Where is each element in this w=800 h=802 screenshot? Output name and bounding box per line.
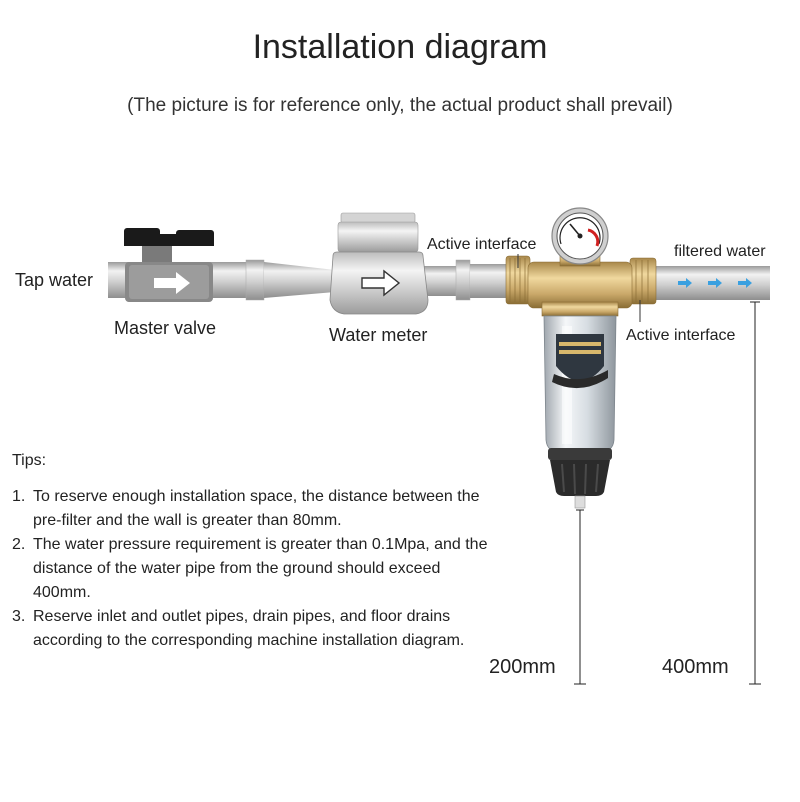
label-water-meter: Water meter [329, 325, 428, 345]
label-filtered-water: filtered water [674, 243, 766, 260]
label-active-interface-inlet: Active interface [427, 236, 537, 253]
tip-text: To reserve enough installation space, th… [33, 488, 480, 529]
tips-list: 1. To reserve enough installation space, … [12, 485, 502, 653]
outlet-flow-arrows-icon [678, 278, 752, 288]
dimension-line-200mm [574, 509, 586, 685]
meter-flow-arrow-icon [361, 269, 401, 297]
water-meter [329, 212, 429, 315]
label-tap-water: Tap water [15, 270, 94, 290]
tip-item: 3. Reserve inlet and outlet pipes, drain … [12, 605, 502, 653]
outlet-active-interface [629, 257, 657, 305]
pressure-gauge-icon [551, 207, 609, 265]
valve-flow-arrow-icon [154, 272, 190, 294]
inlet-active-interface [505, 255, 531, 305]
tip-text: Reserve inlet and outlet pipes, drain pi… [33, 608, 465, 649]
master-valve [124, 228, 214, 302]
tip-number: 3. [12, 608, 26, 625]
tip-number: 2. [12, 536, 26, 553]
page-subtitle: (The picture is for reference only, the … [127, 95, 673, 116]
tip-item: 1. To reserve enough installation space, … [12, 485, 502, 533]
page-title: Installation diagram [252, 28, 548, 66]
dimension-label-400mm: 400mm [662, 656, 729, 678]
filter-bowl [543, 315, 617, 453]
tip-item: 2. The water pressure requirement is grea… [12, 533, 502, 605]
leader-lines [517, 254, 641, 322]
tip-number: 1. [12, 488, 26, 505]
drain-cap [548, 448, 612, 509]
label-active-interface-outlet: Active interface [626, 327, 736, 344]
dimension-label-200mm: 200mm [489, 656, 556, 678]
tip-text: The water pressure requirement is greate… [33, 536, 488, 601]
label-master-valve: Master valve [114, 318, 217, 338]
dimension-line-400mm [749, 301, 761, 685]
tips-heading: Tips: [12, 452, 47, 469]
